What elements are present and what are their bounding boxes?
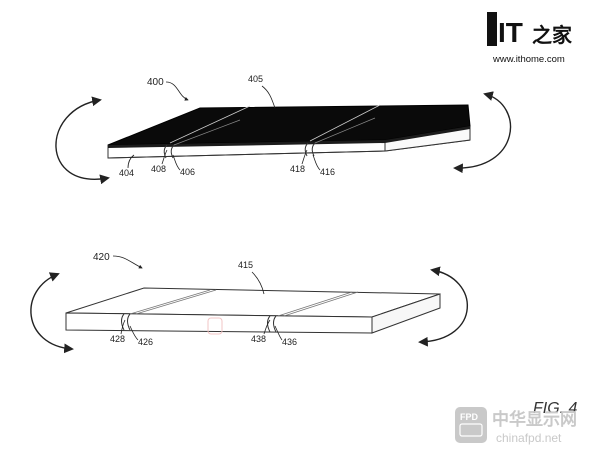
hinge-right: [304, 117, 376, 157]
rotation-arrow-right: [418, 266, 468, 347]
device-top: 400 405 404 408 406 418 416: [55, 74, 512, 185]
leader-415: [251, 271, 265, 295]
device-front: [65, 312, 373, 334]
leader-418: [301, 149, 308, 165]
leader-406: [172, 154, 181, 171]
logo-url: www.ithome.com: [492, 54, 565, 65]
rotation-arrow-left: [55, 96, 110, 185]
hinge-groove-left: [121, 289, 217, 331]
ref-416: 416: [320, 167, 335, 177]
leader-416: [312, 154, 321, 171]
ref-438: 438: [251, 334, 266, 344]
leader-400: [165, 81, 189, 101]
leader-436: [274, 325, 283, 341]
watermark-badge-text: FPD: [460, 412, 479, 422]
faint-mark: [207, 317, 223, 335]
rotation-arrow-left: [30, 272, 74, 354]
device-bottom: 420 415 428 426 438 436: [30, 252, 468, 354]
rotation-arrow-right: [453, 91, 512, 174]
logo-bar: [487, 12, 497, 46]
display-surface: [107, 104, 471, 146]
leader-428: [120, 319, 126, 335]
ref-428: 428: [110, 334, 125, 344]
ref-415: 415: [238, 260, 253, 270]
leader-408: [161, 149, 168, 165]
base-edge: [107, 150, 386, 159]
hinge-left: [163, 119, 241, 159]
watermark-url: chinafpd.net: [496, 431, 562, 445]
logo-mark: IT: [498, 17, 523, 48]
ref-436: 436: [282, 337, 297, 347]
leader-404: [127, 154, 135, 169]
watermark-badge: [455, 407, 487, 443]
ref-400: 400: [147, 77, 164, 88]
figure-label: FIG. 4: [533, 400, 578, 417]
ref-406: 406: [180, 167, 195, 177]
device-side: [371, 293, 441, 334]
watermark-chinese: 中华显示网: [492, 409, 577, 430]
fold-line-1: [169, 105, 251, 144]
monitor-icon: [459, 423, 483, 437]
ref-426: 426: [138, 337, 153, 347]
ref-420: 420: [93, 252, 110, 263]
leader-405: [261, 85, 276, 109]
ref-405: 405: [248, 74, 263, 84]
ref-404: 404: [119, 168, 134, 178]
ref-408: 408: [151, 164, 166, 174]
fold-line-2: [309, 104, 381, 142]
logo-chinese: 之家: [532, 23, 573, 47]
leader-420: [112, 255, 143, 269]
ref-418: 418: [290, 164, 305, 174]
hinge-groove-right: [267, 291, 359, 333]
leader-438: [263, 319, 271, 335]
chinafpd-watermark: FPD 中华显示网 chinafpd.net: [455, 407, 577, 445]
display-edge: [108, 126, 470, 148]
leader-426: [129, 325, 139, 341]
ithome-logo: IT 之家 www.ithome.com: [487, 12, 573, 65]
